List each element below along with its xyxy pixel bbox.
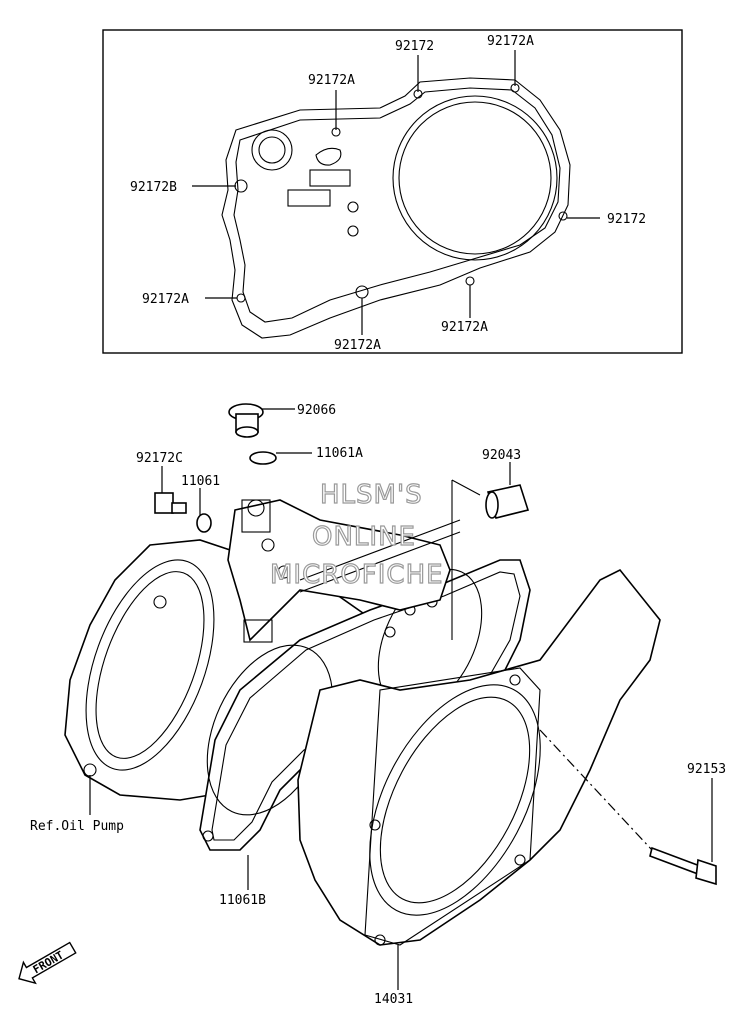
inset-panel: 92172 92172A 92172A 92172B 92172 92172A …: [102, 29, 683, 354]
inset-label-92172a-left: 92172A: [142, 292, 189, 307]
oil-pump-body: [227, 499, 451, 642]
part-label-92066: 92066: [297, 403, 336, 418]
part-label-92172c: 92172C: [136, 451, 183, 466]
collar-92043: [485, 484, 530, 519]
part-label-11061b: 11061B: [219, 893, 266, 908]
bolt-92153: [649, 846, 717, 886]
inset-label-92172-right: 92172: [607, 212, 646, 227]
part-label-14031: 14031: [374, 992, 413, 1007]
part-label-92153: 92153: [687, 762, 726, 777]
part-label-11061a: 11061A: [316, 446, 363, 461]
inset-label-92172a-right: 92172A: [441, 320, 488, 335]
inset-filler-cap: [251, 129, 293, 171]
inset-cover-outline: [221, 77, 571, 339]
watermark-line-3: MICROFICHE: [270, 560, 444, 590]
front-arrow-label: FRONT: [31, 948, 67, 976]
front-arrow-icon: FRONT: [18, 941, 77, 985]
washer-11061: [196, 513, 212, 533]
part-label-ref-oil-pump: Ref.Oil Pump: [30, 819, 124, 834]
plug-92066: [228, 403, 264, 438]
inset-frame: [102, 29, 683, 354]
inset-label-92172a-upper: 92172A: [308, 73, 355, 88]
inset-label-92172a-bottom: 92172A: [334, 338, 381, 353]
watermark-line-1: HLSM'S: [320, 480, 423, 510]
inset-label-92172-top: 92172: [395, 39, 434, 54]
crankcase-cover-14031: [297, 568, 661, 946]
part-label-11061: 11061: [181, 474, 220, 489]
exploded-view: HLSM'S ONLINE MICROFICHE 92066 11061A 92…: [18, 403, 726, 1007]
part-label-92043: 92043: [482, 448, 521, 463]
inset-cover-circle: [392, 95, 558, 261]
cover-14031-opening: [369, 684, 541, 916]
washer-11061a: [249, 451, 277, 465]
inset-label-92172b: 92172B: [130, 180, 177, 195]
watermark-line-2: ONLINE: [312, 522, 416, 552]
inset-label-92172a-top: 92172A: [487, 34, 534, 49]
bolt-92172c: [154, 492, 187, 514]
